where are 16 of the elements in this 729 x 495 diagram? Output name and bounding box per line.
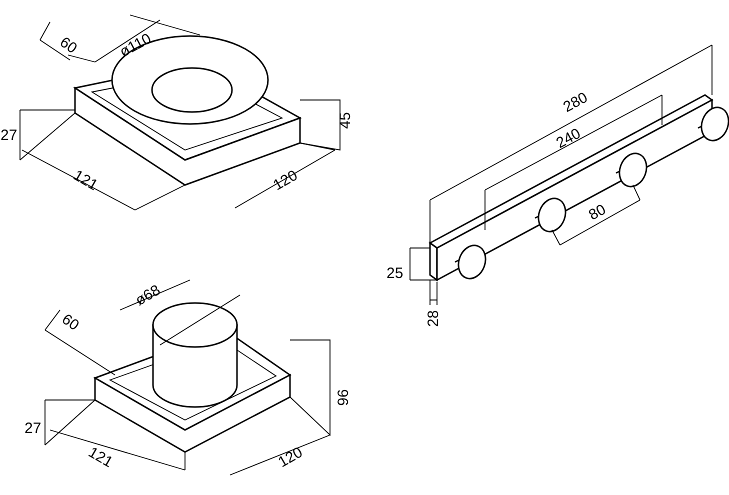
dimension-label: 280	[560, 90, 590, 114]
dimension-label: 28	[425, 310, 440, 326]
dimension-label: ø68	[132, 282, 163, 308]
dimension-label: 27	[0, 128, 18, 142]
dimension-label: 60	[56, 34, 79, 56]
dimension-label: 60	[58, 311, 81, 333]
dimension-label: 96	[335, 388, 350, 406]
dimension-label: 120	[275, 444, 305, 470]
dimension-label: 120	[270, 167, 300, 193]
dimension-label: 80	[586, 201, 608, 223]
dimension-label: 45	[337, 112, 352, 128]
dimension-label: 240	[553, 126, 583, 150]
dimension-label: 25	[386, 266, 404, 280]
dimension-label: 121	[70, 167, 100, 193]
dimension-label: 121	[85, 444, 115, 470]
dimension-label: 27	[24, 420, 42, 436]
